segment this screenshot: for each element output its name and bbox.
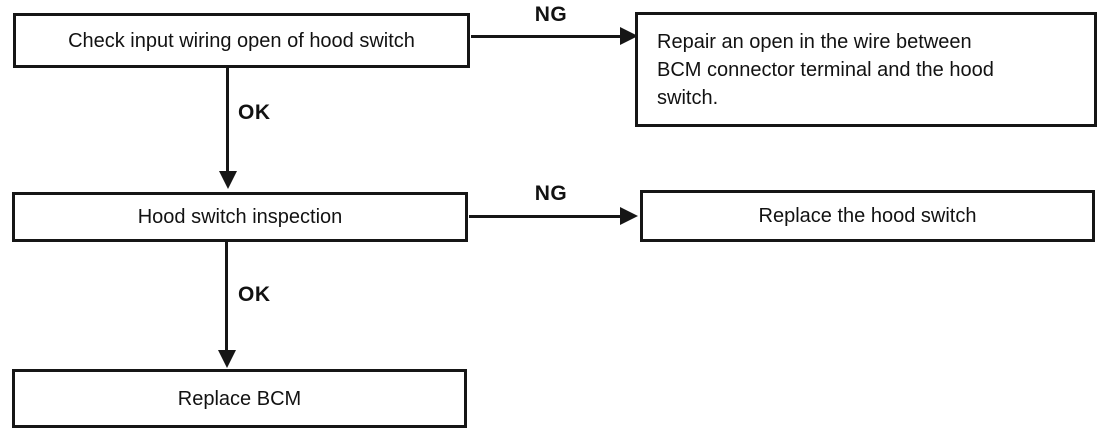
ng-arrow-1-line [471, 35, 623, 38]
node-replace-bcm-label: Replace BCM [177, 387, 302, 410]
ng-arrow-2-head [620, 207, 638, 225]
node-repair-open: Repair an open in the wire between BCM c… [635, 12, 1097, 127]
ok-arrow-2-head [218, 350, 236, 368]
edge-label-ng-2: NG [534, 182, 568, 205]
edge-label-ok-2: OK [238, 283, 271, 306]
node-hood-switch-inspection: Hood switch inspection [12, 192, 468, 242]
node-replace-hood-switch: Replace the hood switch [640, 190, 1095, 242]
edge-label-ng-1: NG [534, 3, 568, 26]
node-repair-open-label: Repair an open in the wire between BCM c… [657, 30, 994, 109]
node-check-input-wiring-label: Check input wiring open of hood switch [68, 29, 415, 52]
ng-arrow-1-head [620, 27, 638, 45]
node-hood-switch-inspection-label: Hood switch inspection [137, 206, 343, 228]
ok-arrow-2-line [225, 242, 228, 352]
edge-label-ok-1: OK [238, 101, 271, 124]
node-replace-bcm: Replace BCM [12, 369, 467, 428]
ok-arrow-1-head [219, 171, 237, 189]
ok-arrow-1-line [226, 67, 229, 174]
node-replace-hood-switch-label: Replace the hood switch [758, 205, 977, 227]
node-check-input-wiring: Check input wiring open of hood switch [13, 13, 470, 68]
ng-arrow-2-line [469, 215, 623, 218]
